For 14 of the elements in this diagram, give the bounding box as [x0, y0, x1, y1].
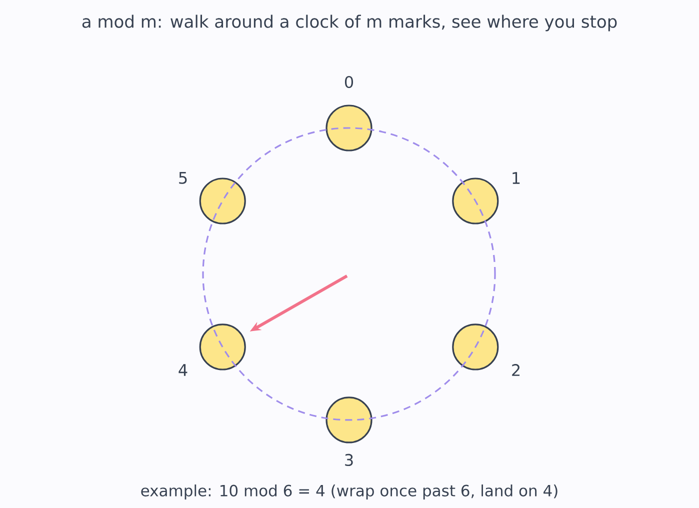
clock-mark [199, 178, 246, 224]
mark-number: 5 [179, 172, 187, 184]
title: a mod m: walk around a clock of m marks, see where you stop [82, 14, 617, 32]
caption: example: 10 mod 6 = 4 (wrap once past 6, land on 4) [141, 484, 558, 500]
clock-mark [199, 324, 246, 370]
mark-number: 2 [512, 364, 520, 376]
clock-mark [452, 324, 499, 370]
clock-mark [326, 396, 372, 444]
clock-mark [326, 104, 372, 152]
mark-number: 0 [344, 76, 354, 88]
clock-mark [452, 178, 499, 224]
mark-number: 4 [178, 364, 188, 376]
mark-number: 3 [345, 454, 353, 466]
mark-number: 1 [512, 172, 520, 184]
